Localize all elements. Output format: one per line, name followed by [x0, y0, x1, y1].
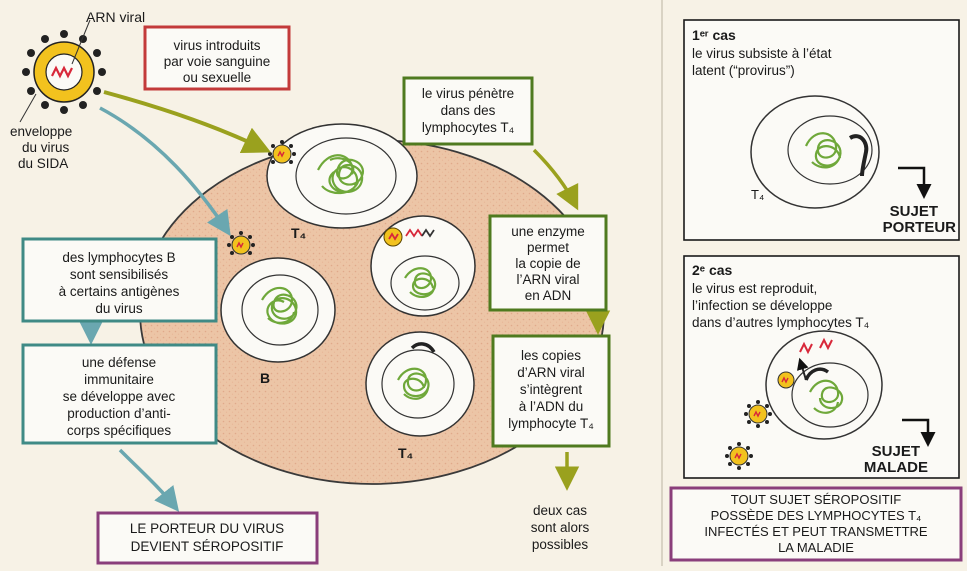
boxes-copies-0-text: les copies [521, 348, 581, 363]
case-1-t4-label: T₄ [751, 187, 764, 202]
boxes-conclusion-0-text: TOUT SUJET SÉROPOSITIF [731, 492, 902, 507]
case2-text-0-text: le virus est reproduit, [692, 281, 817, 296]
case-1-result-arrow [898, 166, 932, 199]
boxes-defense-1-text: immunitaire [84, 372, 154, 387]
case-2-virus-2 [725, 442, 753, 470]
box-defense-immunitaire: une défense immunitaire se développe ave… [21, 343, 218, 445]
boxes-copies-4-text: lymphocyte T₄ [508, 416, 594, 431]
boxes-enzyme-4-text: en ADN [525, 288, 572, 303]
boxes-introduits-1-text: par voie sanguine [164, 54, 271, 69]
lymphocyte-t4-top: T₄ [266, 123, 418, 241]
boxes-defense-0-text: une défense [82, 355, 156, 370]
boxes-penetre-1-text: dans des [441, 103, 496, 118]
case2-text-2-text: dans d’autres lymphocytes T₄ [692, 315, 869, 330]
arrow-defense-to-porteur [118, 448, 180, 512]
lymphocyte-t4-bottom: T₄ [365, 331, 475, 461]
boxes-porteur-0-text: LE PORTEUR DU VIRUS [130, 521, 284, 536]
boxes-lymphocytes_b-0-text: des lymphocytes B [62, 250, 175, 265]
box-enzyme: une enzyme permet la copie de l’ARN vira… [488, 214, 608, 312]
boxes-conclusion-2-text: INFECTÉS ET PEUT TRANSMETTRE [704, 524, 928, 539]
boxes-defense-4-text: corps spécifiques [67, 423, 172, 438]
boxes-conclusion-3-text: LA MALADIE [778, 540, 854, 555]
virus_labels-enveloppe-0-text: enveloppe [10, 124, 72, 139]
boxes-enzyme-2-text: la copie de [515, 256, 580, 271]
boxes-penetre-2-text: lymphocytes T₄ [422, 120, 514, 135]
t4-bottom-label: T₄ [398, 445, 413, 461]
box-virus-penetre: le virus pénètre dans des lymphocytes T₄ [402, 76, 534, 146]
boxes-enzyme-0-text: une enzyme [511, 224, 585, 239]
case1-text-1-text: latent (“provirus”) [692, 63, 795, 78]
case2-result-1-text: MALADE [864, 459, 928, 476]
arrow-virus-to-t4 [103, 90, 272, 153]
box-porteur-seropositif: LE PORTEUR DU VIRUS DEVIENT SÉROPOSITIF [96, 511, 319, 565]
case-2-result: SUJET [872, 443, 920, 460]
case-2-result-arrow [902, 418, 936, 447]
deux_cas-1-text: sont alors [531, 520, 590, 535]
arn-viral-label: ARN viral [86, 9, 145, 25]
case-2-panel: 2ᵉ cas le virus est reproduit, l’infecti… [683, 255, 960, 479]
deux_cas-2-text: possibles [532, 537, 589, 552]
hiv-virus-icon [19, 19, 106, 123]
case-1-result: SUJET [890, 203, 938, 220]
case1-text-0-text: le virus subsiste à l’état [692, 46, 832, 61]
lymphocyte-t4-middle [370, 215, 476, 317]
box-virus-introduits: virus introduits par voie sanguine ou se… [143, 25, 291, 91]
virus-attached-b [227, 231, 255, 255]
virus_labels-enveloppe-1-text: du virus [22, 140, 70, 155]
case1-result-1-text: PORTEUR [883, 219, 957, 236]
enveloppe-label: enveloppe du virus du SIDA [10, 124, 72, 171]
deux_cas-0-text: deux cas [533, 503, 587, 518]
box-lymphocytes-b: des lymphocytes B sont sensibilisés à ce… [21, 237, 218, 323]
boxes-copies-3-text: à l’ADN du [519, 399, 584, 414]
box-copies: les copies d’ARN viral s’intègrent à l’A… [491, 334, 611, 448]
boxes-defense-3-text: production d’anti- [67, 406, 171, 421]
boxes-copies-1-text: d’ARN viral [517, 365, 585, 380]
boxes-enzyme-3-text: l’ARN viral [516, 272, 579, 287]
boxes-lymphocytes_b-2-text: à certains antigènes [59, 284, 180, 299]
boxes-enzyme-1-text: permet [527, 240, 569, 255]
boxes-defense-2-text: se développe avec [63, 389, 176, 404]
virus-attached-t4 [268, 140, 296, 164]
arrow-virus-to-b [99, 106, 231, 237]
boxes-introduits-0-text: virus introduits [173, 38, 260, 53]
case-1-panel: 1ᵉʳ cas le virus subsiste à l’état laten… [683, 19, 960, 241]
boxes-lymphocytes_b-3-text: du virus [95, 301, 143, 316]
case-2-virus-1 [744, 400, 772, 428]
t4-top-label: T₄ [291, 225, 306, 241]
boxes-introduits-2-text: ou sexuelle [183, 70, 251, 85]
b-label: B [260, 370, 270, 386]
lymphocyte-b: B [220, 257, 336, 386]
virus_labels-enveloppe-2-text: du SIDA [18, 156, 68, 171]
boxes-conclusion-1-text: POSSÈDE DES LYMPHOCYTES T₄ [711, 508, 922, 523]
deux-cas-text: deux cas sont alors possibles [531, 503, 590, 552]
boxes-porteur-1-text: DEVIENT SÉROPOSITIF [131, 539, 284, 554]
arrow-penetre-to-enzyme [532, 148, 579, 211]
case-1-title: 1ᵉʳ cas [692, 27, 736, 43]
box-conclusion: TOUT SUJET SÉROPOSITIF POSSÈDE DES LYMPH… [669, 486, 963, 562]
boxes-copies-2-text: s’intègrent [520, 382, 583, 397]
boxes-penetre-0-text: le virus pénètre [422, 86, 514, 101]
case-2-title: 2ᵉ cas [692, 262, 733, 278]
boxes-lymphocytes_b-1-text: sont sensibilisés [70, 267, 169, 282]
case2-text-1-text: l’infection se développe [692, 298, 832, 313]
